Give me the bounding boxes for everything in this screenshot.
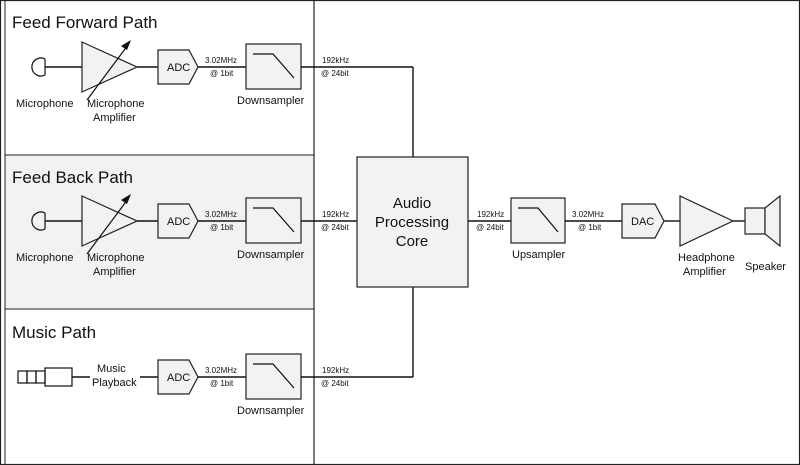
dac [621,203,665,239]
out-bits-1: @ 1bit [578,223,602,232]
fb-rate-high: 3.02MHz [205,210,237,219]
ff-rate-high: 3.02MHz [205,56,237,65]
hp-amp-label-2: Amplifier [683,266,726,278]
microphone-icon [31,57,46,77]
out-rate-high: 3.02MHz [572,210,604,219]
headphone-amplifier [679,195,735,247]
ff-mic-amp-label-2: Amplifier [93,112,136,124]
music-label-1: Music [97,363,126,375]
music-path-title: Music Path [12,323,96,342]
ff-mic-amp-label-1: Microphone [87,98,144,110]
fb-adc [157,203,199,239]
core-label-1: Audio [393,195,431,212]
ff-adc-label: ADC [167,62,190,74]
fb-microphone-label: Microphone [16,252,73,264]
feed-forward-title: Feed Forward Path [12,13,158,32]
core-label-3: Core [396,233,429,250]
music-adc [157,359,199,395]
microphone-icon [31,211,46,231]
out-rate-low: 192kHz [477,210,504,219]
ff-downsampler-label: Downsampler [237,95,305,107]
fb-mic-amp-label-1: Microphone [87,252,144,264]
fb-mic-amplifier [81,195,139,247]
core-label-2: Processing [375,214,449,231]
fb-rate-low: 192kHz [322,210,349,219]
music-rate-low: 192kHz [322,366,349,375]
music-bits-24: @ 24bit [321,379,349,388]
fb-mic-amp-label-2: Amplifier [93,266,136,278]
fb-adc-label: ADC [167,216,190,228]
music-adc-label: ADC [167,372,190,384]
music-downsampler [245,353,302,400]
ff-bits-24: @ 24bit [321,69,349,78]
ff-bits-1: @ 1bit [210,69,234,78]
ff-downsampler [245,43,302,90]
fb-bits-24: @ 24bit [321,223,349,232]
fb-bits-1: @ 1bit [210,223,234,232]
feed-back-title: Feed Back Path [12,168,133,187]
ff-rate-low: 192kHz [322,56,349,65]
hp-amp-label-1: Headphone [678,252,735,264]
ff-mic-amplifier [81,41,139,93]
music-bits-1: @ 1bit [210,379,234,388]
music-rate-high: 3.02MHz [205,366,237,375]
fb-downsampler [245,197,302,244]
speaker-icon [744,194,781,248]
fb-downsampler-label: Downsampler [237,249,305,261]
speaker-label: Speaker [745,261,786,273]
upsampler [510,197,566,244]
dac-label: DAC [631,216,654,228]
ff-adc [157,49,199,85]
out-bits-24: @ 24bit [476,223,504,232]
music-label-2: Playback [92,377,137,389]
ff-microphone-label: Microphone [16,98,73,110]
upsampler-label: Upsampler [512,249,566,261]
audio-processing-core [356,156,469,288]
music-downsampler-label: Downsampler [237,405,305,417]
